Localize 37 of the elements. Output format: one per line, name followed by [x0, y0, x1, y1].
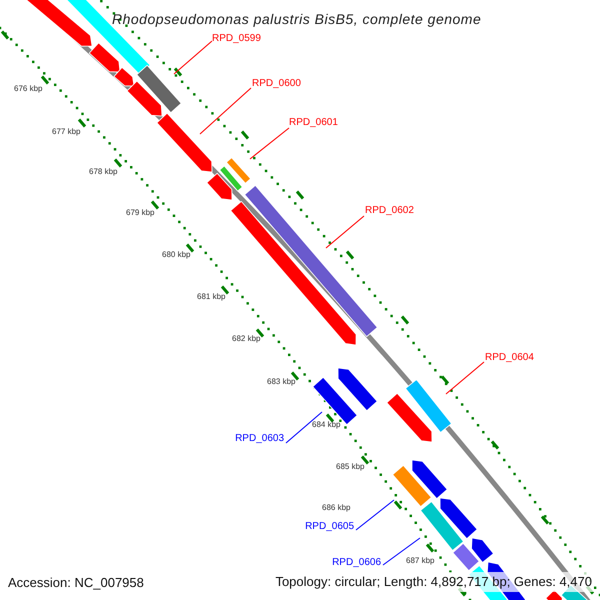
- leader-line: [200, 88, 252, 134]
- gene-feature: [392, 464, 432, 508]
- position-label: 677 kbp: [52, 127, 80, 137]
- gene-label: RPD_0603: [235, 433, 284, 445]
- position-label: 684 kbp: [312, 420, 340, 430]
- position-label: 686 kbp: [322, 503, 350, 513]
- position-label: 678 kbp: [89, 167, 118, 177]
- map-title: Rhodopseudomonas palustris BisB5, complete genome: [112, 10, 482, 29]
- leader-line: [382, 538, 420, 566]
- accession-text: Accession: NC_007958: [8, 574, 144, 592]
- position-label: 683 kbp: [267, 377, 296, 387]
- genome-info-text: Topology: circular; Length: 4,892,717 bp; Genes: 4,470: [273, 572, 594, 592]
- gene-label: RPD_0599: [212, 33, 261, 45]
- position-label: 676 kbp: [14, 84, 42, 94]
- gene-feature: [226, 157, 252, 184]
- leader-line: [446, 362, 484, 394]
- gene-feature: [136, 64, 182, 114]
- gene-label: RPD_0605: [305, 521, 354, 533]
- gene-label: RPD_0602: [365, 205, 414, 217]
- gene-feature: [420, 501, 464, 551]
- position-label: 687 kbp: [406, 556, 434, 566]
- gene-label: RPD_0600: [252, 78, 301, 90]
- leader-line: [286, 412, 322, 444]
- position-label: 681 kbp: [197, 292, 226, 302]
- position-label: 680 kbp: [162, 250, 190, 260]
- position-label: 685 kbp: [336, 462, 364, 472]
- leader-line: [174, 40, 212, 74]
- gene-label: RPD_0604: [485, 352, 534, 364]
- position-label: 682 kbp: [232, 334, 260, 344]
- gene-feature: [156, 112, 212, 172]
- leader-line: [250, 128, 290, 160]
- gene-feature: [404, 379, 452, 433]
- gene-label: RPD_0606: [332, 557, 381, 569]
- leader-line: [326, 216, 364, 248]
- position-label: 679 kbp: [126, 208, 154, 218]
- gene-label: RPD_0601: [289, 117, 338, 129]
- leader-line: [356, 500, 394, 530]
